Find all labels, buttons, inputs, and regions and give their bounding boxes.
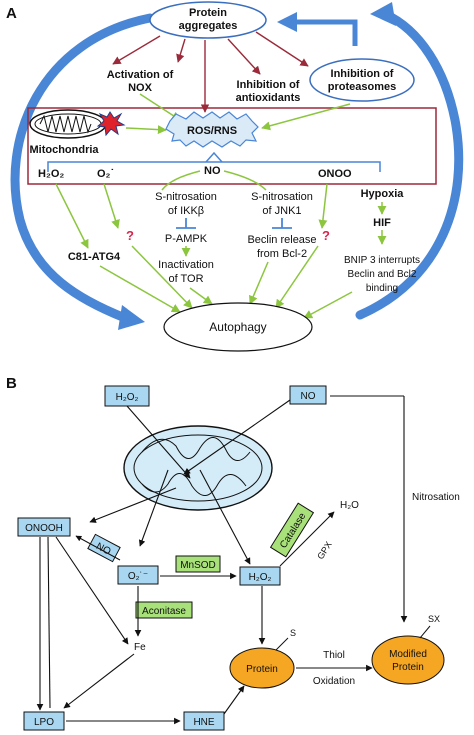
no-top-box <box>289 385 327 405</box>
ros-bracket-peak <box>205 151 223 163</box>
inhibition-ampk-bar <box>176 218 196 229</box>
mitochondrion-icon <box>123 425 273 511</box>
fe-label: Fe <box>134 642 146 653</box>
protein-label: Protein <box>246 664 278 675</box>
h2o2-top-label: H₂O₂ <box>116 392 139 403</box>
oxidation-label: Oxidation <box>313 676 355 687</box>
o2-label: O₂˙ <box>97 168 114 180</box>
o2-box <box>117 565 159 585</box>
ros-rns-label: ROS/RNS <box>187 125 237 137</box>
mnsod-box <box>175 555 221 573</box>
onooh-label: ONOOH <box>25 523 63 534</box>
left-feedback-arrow <box>10 13 155 323</box>
right-arrowhead <box>370 2 396 26</box>
ros-bracket <box>47 161 381 172</box>
no-top-label: NO <box>301 391 316 402</box>
beclin-release-line1: Beclin release <box>247 234 316 246</box>
h2o2-mid-box <box>239 566 281 586</box>
question-mark-o2: ? <box>126 228 134 243</box>
left-arrowhead <box>118 305 145 330</box>
inhibition-proteasomes-node <box>309 58 415 102</box>
inhibition-beclin-bar <box>272 218 292 229</box>
o2-label-b: O₂˙⁻ <box>128 571 148 582</box>
mitochondria-icon <box>29 109 126 139</box>
onooh-arrows <box>36 536 135 711</box>
mito-crossing-arrows <box>89 395 408 623</box>
species-arrows <box>55 183 353 319</box>
inactivation-tor-line2: of TOR <box>168 273 203 285</box>
ros-rns-burst <box>165 111 259 148</box>
inhibition-antioxidants-line1: Inhibition of <box>237 79 300 91</box>
activation-nox-line2: NOX <box>128 82 153 94</box>
h2o2-to-h2o-arrow <box>279 511 335 567</box>
s-nitrosation-jnk-line2: of JNK1 <box>262 205 301 217</box>
thiol-label: Thiol <box>323 650 345 661</box>
hne-to-protein-arrow <box>223 685 245 715</box>
no-branches <box>161 170 267 191</box>
modified-protein-line1: Modified <box>389 649 427 660</box>
mitochondria-label: Mitochondria <box>29 144 99 156</box>
panel-b-label: B <box>6 375 17 392</box>
s-nitrosation-jnk-line1: S-nitrosation <box>251 191 313 203</box>
bnip3-line1: BNIP 3 interrupts <box>344 255 420 266</box>
aggregate-arrows <box>112 31 309 113</box>
h2o2-label: H₂O₂ <box>38 168 64 180</box>
protein-s-label: S <box>290 628 296 638</box>
inhibition-antioxidants-line2: antioxidants <box>236 92 301 104</box>
catalase-box: Catalase <box>269 502 315 558</box>
panel-a-label: A <box>6 5 17 22</box>
inhibition-proteasomes-line2: proteasomes <box>328 81 396 93</box>
activation-nox-line1: Activation of <box>107 69 174 81</box>
aconitase-label: Aconitase <box>142 606 186 617</box>
autophagy-label: Autophagy <box>209 320 266 334</box>
protein-node <box>229 647 295 689</box>
protein-aggregates-line1: Protein <box>189 7 227 19</box>
no-label: NO <box>204 165 221 177</box>
autophagy-node <box>163 302 313 352</box>
lpo-label: LPO <box>34 717 54 728</box>
onooh-box <box>17 517 71 537</box>
protein-aggregates-line2: aggregates <box>179 20 238 32</box>
hne-label: HNE <box>193 717 214 728</box>
sx-tick <box>419 625 431 639</box>
protein-aggregates-node <box>149 1 267 39</box>
feedback-arrows <box>10 2 464 330</box>
hypoxia-label: Hypoxia <box>361 188 405 200</box>
bnip3-line2: Beclin and Bcl2 <box>348 269 417 280</box>
s-nitrosation-ikk-line2: of IKKβ <box>168 205 204 217</box>
ros-box <box>27 107 437 185</box>
modified-protein-line2: Protein <box>392 662 424 673</box>
ros-input-arrows <box>125 93 351 135</box>
hne-box <box>183 711 225 731</box>
o2-to-onooh-arrow <box>75 535 121 561</box>
hif-label: HIF <box>373 217 391 229</box>
bnip3-line3: binding <box>366 283 398 294</box>
inhibition-proteasomes-line1: Inhibition of <box>331 68 394 80</box>
mnsod-label: MnSOD <box>180 560 216 571</box>
onoo-label: ONOO <box>318 168 352 180</box>
lpo-box <box>23 711 65 731</box>
aconitase-box <box>135 601 193 619</box>
proteasome-feedback-arrow <box>277 12 358 46</box>
h2o2-mid-label: H₂O₂ <box>249 572 272 583</box>
inactivation-tor-line1: Inactivation <box>158 259 214 271</box>
p-ampk-label: P-AMPK <box>165 233 208 245</box>
beclin-release-line2: from Bcl-2 <box>257 248 307 260</box>
h2o-label: H₂O <box>340 500 359 511</box>
c81-atg4-label: C81-ATG4 <box>68 251 121 263</box>
gpx-label: GPX <box>315 540 334 561</box>
protein-s-tick <box>275 637 289 651</box>
modified-protein-node <box>371 635 445 685</box>
right-feedback-arrow <box>355 9 464 320</box>
question-mark-onoo: ? <box>322 228 330 243</box>
s-nitrosation-ikk-line1: S-nitrosation <box>155 191 217 203</box>
sx-label: SX <box>428 614 440 624</box>
nitrosation-label: Nitrosation <box>412 492 460 503</box>
